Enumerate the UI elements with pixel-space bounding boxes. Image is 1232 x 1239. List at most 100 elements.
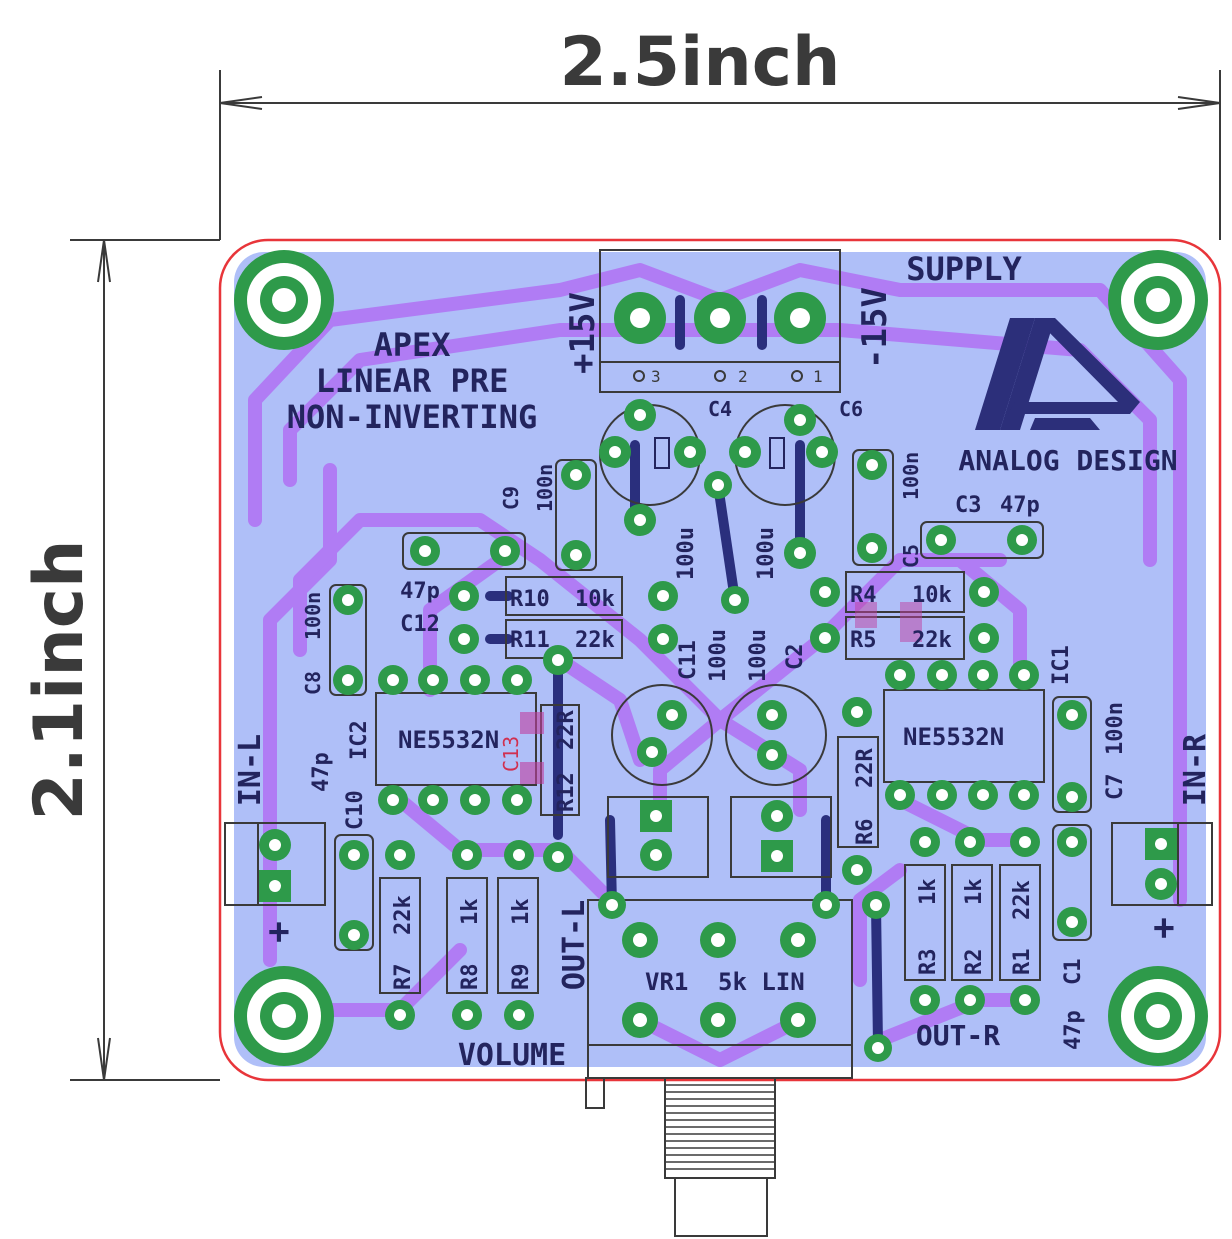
c9-ref: C9	[499, 486, 523, 510]
c6-value: 100u	[754, 527, 779, 580]
c8-value: 100n	[301, 592, 325, 640]
c3-ref: C3	[955, 493, 982, 518]
ic1-ref: IC1	[1049, 645, 1074, 685]
apex-logo	[975, 318, 1140, 430]
c10-value: 47p	[309, 752, 334, 792]
vr1-ref: VR1	[645, 968, 688, 996]
r3-value: 1k	[916, 879, 941, 906]
supply-pin-2: 2	[738, 367, 748, 386]
ic2-ref: IC2	[347, 720, 372, 760]
r11-ref: R11	[510, 628, 550, 653]
c2-value: 100u	[746, 629, 771, 682]
supply-label: SUPPLY	[906, 250, 1022, 288]
cap-c3	[920, 521, 1044, 559]
cap-c7	[1052, 696, 1092, 813]
c3-value: 47p	[1000, 493, 1040, 518]
c6-ref: C6	[839, 397, 863, 421]
title-line-2: LINEAR PRE	[316, 362, 509, 400]
supply-pin-1: 1	[813, 367, 823, 386]
brand-label: ANALOG DESIGN	[958, 444, 1177, 477]
r6-ref: R6	[853, 819, 878, 846]
r4-value: 10k	[912, 583, 952, 608]
height-dimension	[70, 239, 220, 1081]
cap-c11	[611, 684, 713, 786]
c1-ref: C1	[1061, 959, 1086, 986]
c8-ref: C8	[301, 671, 325, 695]
r12-value: 22R	[554, 710, 579, 750]
c4-ref: C4	[708, 397, 732, 421]
ic1-part: NE5532N	[903, 723, 1004, 751]
c4-value: 100u	[674, 527, 699, 580]
mounting-hole-tr	[1108, 250, 1208, 350]
in-right-header	[1111, 822, 1213, 906]
c7-ref: C7	[1103, 774, 1128, 801]
cap-c1	[1052, 824, 1092, 941]
cap-c6	[729, 404, 838, 569]
bottom-traces	[485, 295, 883, 1050]
mounting-hole-tl	[234, 250, 334, 350]
resistor-r10-r11	[449, 576, 678, 659]
vr1-value: 5k LIN	[718, 968, 805, 996]
mounting-hole-br	[1108, 966, 1208, 1066]
cap-c9	[555, 459, 597, 571]
volume-label: VOLUME	[458, 1038, 566, 1073]
r6-value: 22R	[853, 748, 878, 788]
r9-ref: R9	[509, 964, 534, 991]
r7-value: 22k	[391, 895, 416, 935]
r10-ref: R10	[510, 587, 550, 612]
in-left-plus: +	[258, 921, 299, 943]
ic1	[883, 660, 1045, 810]
c12-ref: C12	[400, 612, 440, 637]
out-right-header	[730, 796, 832, 878]
resistors-r1-r3	[904, 827, 1041, 1015]
resistor-r12	[520, 645, 580, 872]
r8-value: 1k	[458, 899, 483, 926]
width-dimension-label: 2.5inch	[560, 23, 841, 102]
in-left-header	[224, 822, 326, 906]
r2-ref: R2	[962, 949, 987, 976]
c11-value: 100u	[706, 629, 731, 682]
ic2-part: NE5532N	[398, 726, 499, 754]
cap-c4	[599, 399, 706, 536]
c13-ref: C13	[499, 736, 523, 772]
r1-value: 22k	[1010, 880, 1035, 920]
r1-ref: R1	[1010, 949, 1035, 976]
r9-value: 1k	[509, 899, 534, 926]
c12-value: 47p	[400, 579, 440, 604]
out-right-label: OUT-R	[916, 1019, 1000, 1052]
width-dimension	[219, 70, 1221, 240]
c11-ref: C11	[676, 640, 701, 680]
supply-minus-label: -15V	[855, 287, 895, 369]
c5-ref: C5	[899, 544, 923, 568]
cap-c2	[725, 684, 827, 786]
supply-connector	[599, 249, 841, 393]
c2-ref: C2	[783, 644, 808, 671]
via-hole	[712, 479, 724, 491]
r8-ref: R8	[458, 964, 483, 991]
cap-c5	[852, 449, 894, 566]
in-right-label: IN-R	[1178, 733, 1213, 806]
ic2	[375, 665, 537, 815]
r4-ref: R4	[850, 583, 877, 608]
c9-value: 100n	[533, 464, 557, 512]
r10-value: 10k	[575, 587, 615, 612]
cap-c12	[402, 532, 526, 570]
height-dimension-label: 2.1inch	[20, 540, 99, 821]
supply-plus-label: +15V	[563, 292, 603, 374]
r11-value: 22k	[575, 628, 615, 653]
c10-ref: C10	[343, 790, 368, 830]
r7-ref: R7	[391, 964, 416, 991]
c5-value: 100n	[899, 452, 923, 500]
c1-value: 47p	[1061, 1010, 1086, 1050]
resistor-r6	[837, 697, 879, 885]
out-left-header	[607, 796, 709, 878]
mounting-hole-bl	[234, 966, 334, 1066]
in-right-plus: +	[1143, 917, 1184, 939]
r2-value: 1k	[962, 879, 987, 906]
title-line-1: APEX	[373, 326, 450, 364]
r5-value: 22k	[912, 628, 952, 653]
r12-ref: R12	[554, 772, 579, 812]
c7-value: 100n	[1103, 702, 1128, 755]
cap-c10	[334, 834, 374, 951]
